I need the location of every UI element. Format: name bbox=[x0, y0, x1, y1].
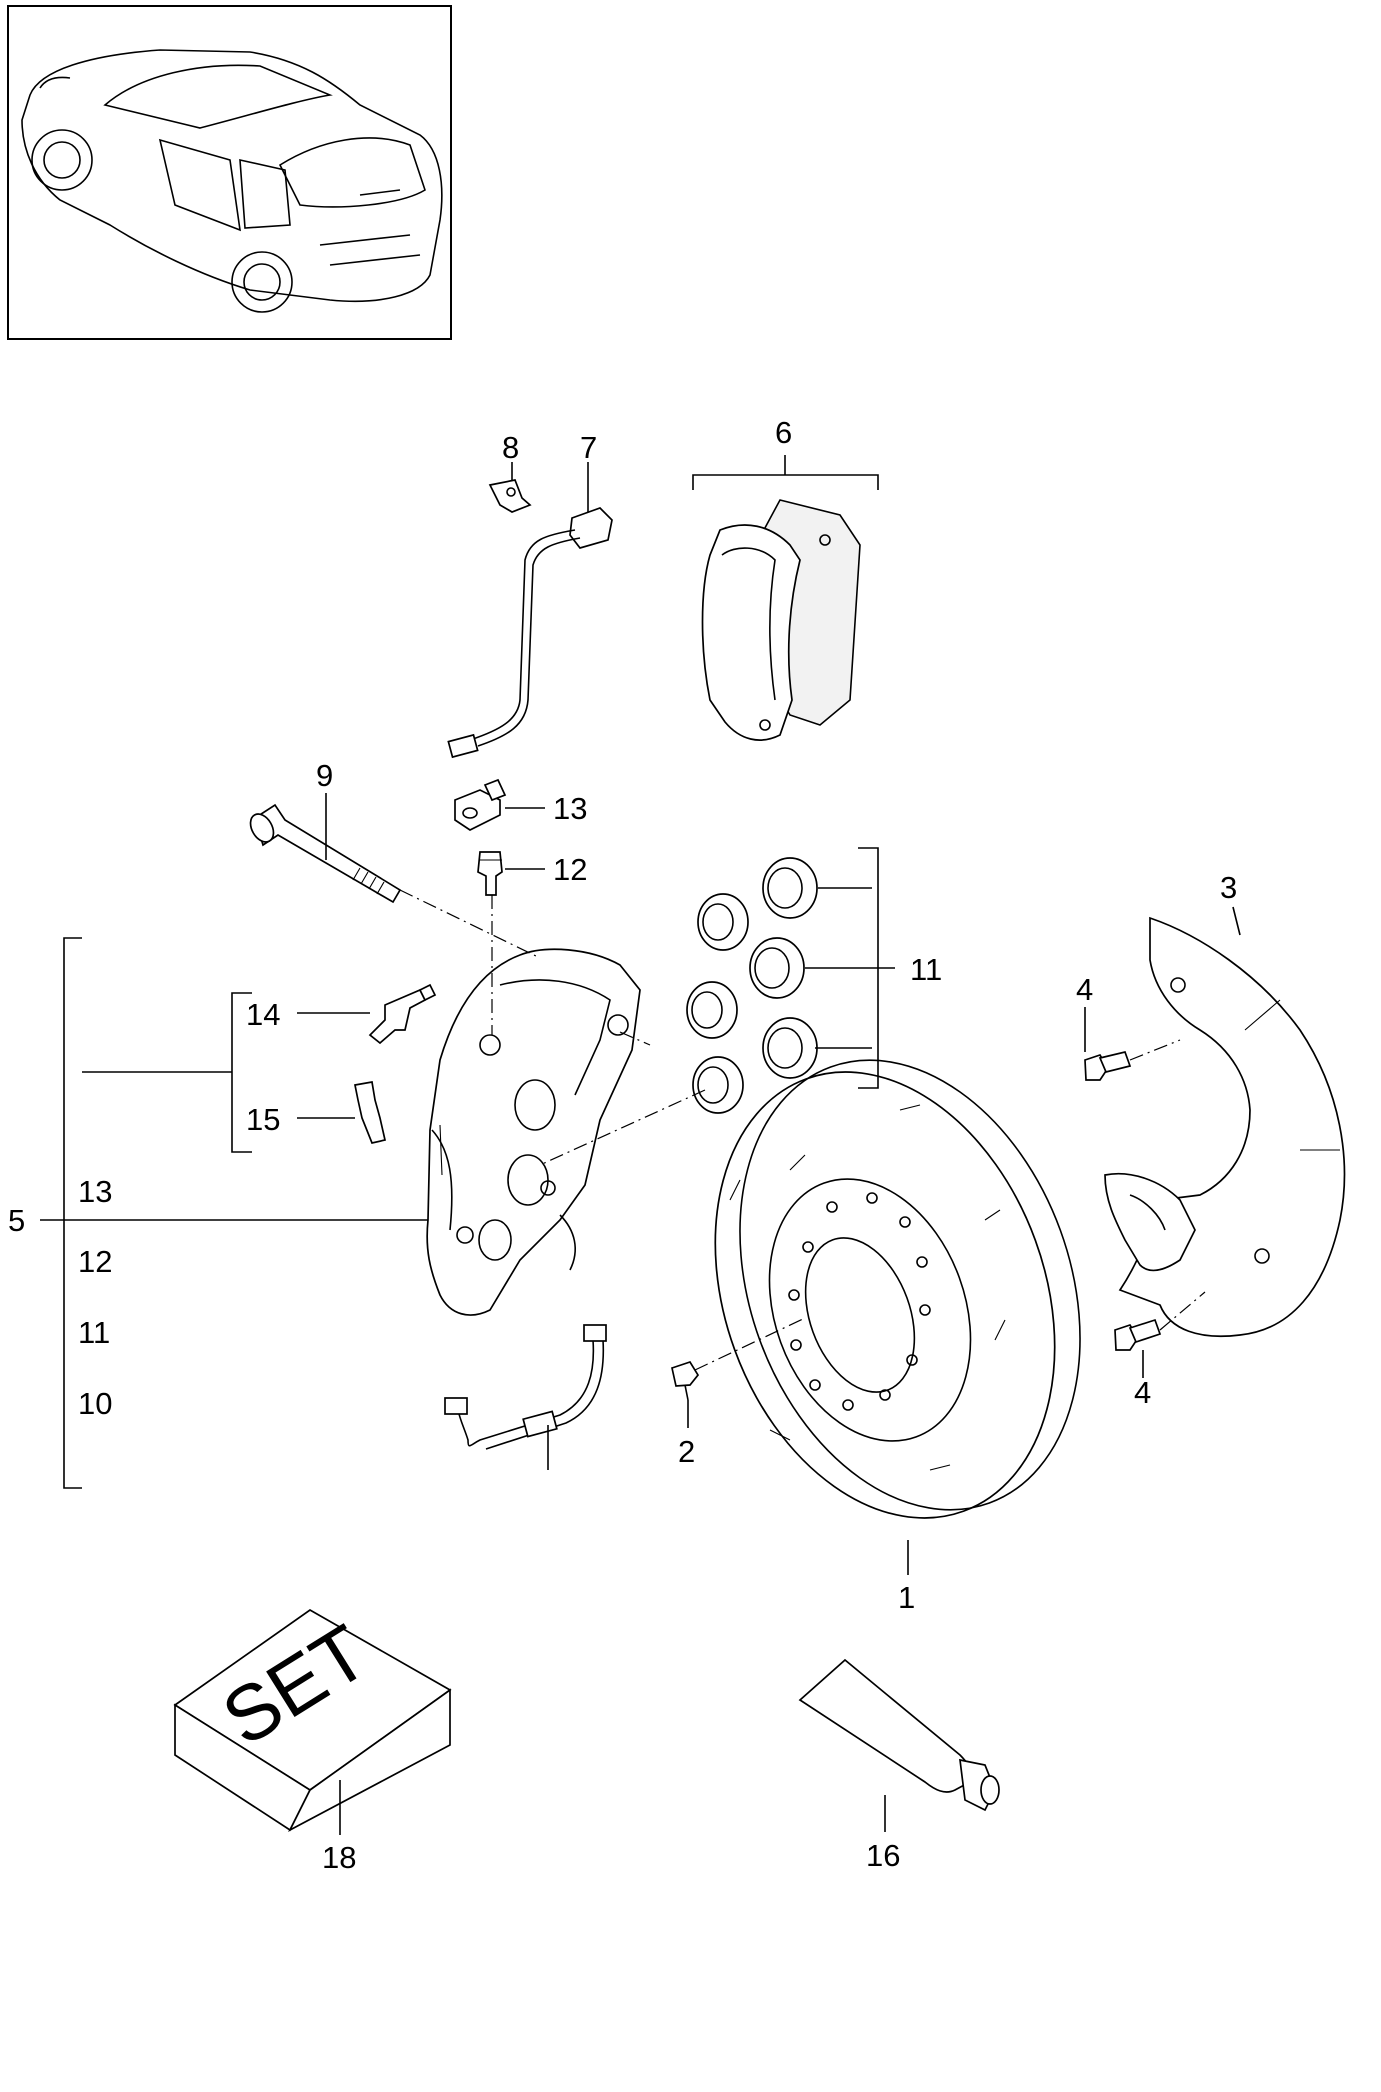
caliper-bolt-part-9 bbox=[249, 803, 402, 904]
callout-6: 6 bbox=[775, 415, 792, 450]
group-item-10: 10 bbox=[78, 1386, 112, 1421]
disc-screw-part-2 bbox=[671, 1360, 700, 1401]
bracket-part-13 bbox=[454, 778, 507, 831]
brake-hose-part-10 bbox=[444, 1324, 607, 1450]
callout-5: 5 bbox=[8, 1203, 25, 1238]
callout-2: 2 bbox=[678, 1434, 695, 1469]
callout-16: 16 bbox=[866, 1838, 900, 1873]
group-item-13: 13 bbox=[78, 1174, 112, 1209]
splash-shield-part-3 bbox=[1104, 916, 1346, 1338]
retaining-clip-part-14 bbox=[368, 983, 437, 1045]
callout-1: 1 bbox=[898, 1580, 915, 1615]
group-item-12: 12 bbox=[78, 1244, 112, 1279]
pistons-part-11 bbox=[686, 857, 818, 1114]
bolt-part-4-lower bbox=[1114, 1318, 1162, 1351]
callout-4-lower: 4 bbox=[1134, 1375, 1151, 1410]
callout-7: 7 bbox=[580, 430, 597, 465]
bleeder-valve-part-12 bbox=[477, 851, 503, 896]
set-box-part-18: SET bbox=[173, 1607, 452, 1832]
callout-labels: 8 7 6 9 13 12 11 3 4 14 15 5 13 12 11 10… bbox=[8, 415, 1237, 1875]
spring-part-15 bbox=[353, 1081, 387, 1144]
sensor-clip-part-8 bbox=[488, 479, 532, 513]
callout-15: 15 bbox=[246, 1102, 280, 1137]
leader-lines bbox=[40, 455, 1241, 1835]
wear-sensor-part-7 bbox=[447, 507, 613, 759]
callout-9: 9 bbox=[316, 758, 333, 793]
callout-11: 11 bbox=[910, 952, 942, 987]
callout-13: 13 bbox=[553, 791, 587, 826]
bolt-part-4-upper bbox=[1084, 1050, 1132, 1081]
callout-8: 8 bbox=[502, 430, 519, 465]
callout-3: 3 bbox=[1220, 870, 1237, 905]
callout-18: 18 bbox=[322, 1840, 356, 1875]
brake-disc-part-1 bbox=[714, 1059, 1081, 1519]
callout-4-upper: 4 bbox=[1076, 972, 1093, 1007]
vehicle-thumbnail bbox=[7, 5, 452, 340]
callout-14: 14 bbox=[246, 997, 280, 1032]
brake-caliper-part-5 bbox=[426, 948, 641, 1316]
paste-tube-part-16 bbox=[798, 1658, 1000, 1812]
callout-12: 12 bbox=[553, 852, 587, 887]
group-item-11: 11 bbox=[78, 1315, 110, 1350]
brake-pads-part-6 bbox=[701, 499, 861, 741]
